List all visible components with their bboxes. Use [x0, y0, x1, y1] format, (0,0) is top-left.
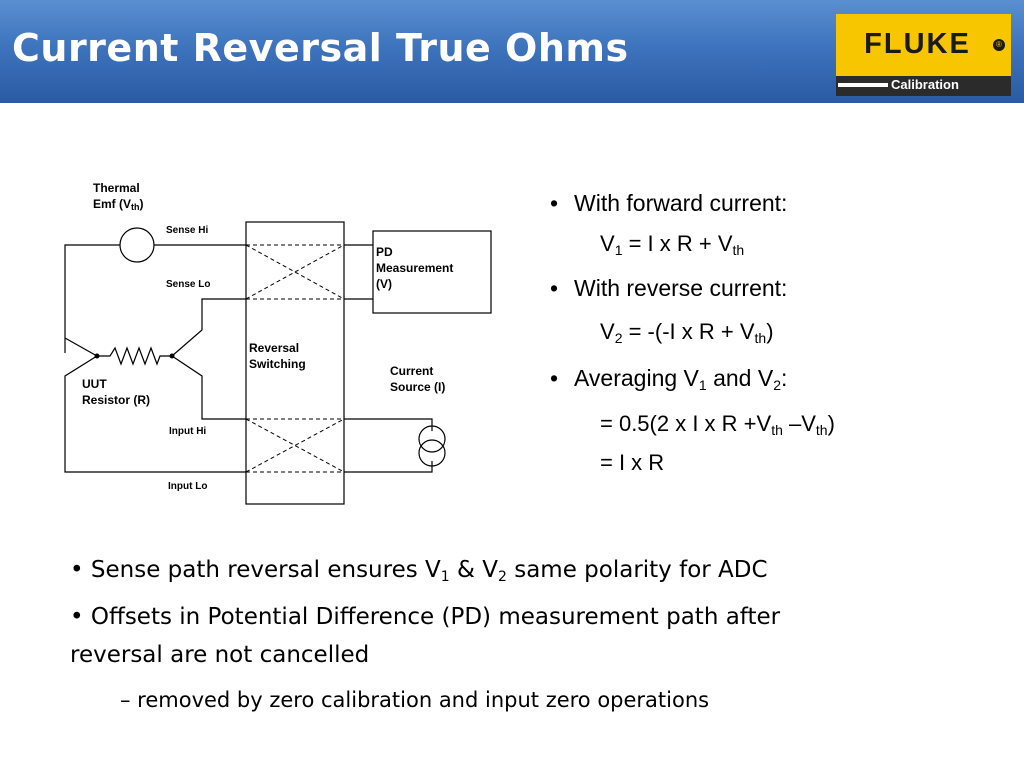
eq-body: = I x R + V: [622, 231, 733, 256]
eq-body: = 0.5(2 x I x R +V: [600, 411, 772, 436]
bullet-offsets-line2: reversal are not cancelled: [70, 642, 370, 668]
input-lo-wire: [64, 355, 246, 473]
avg-subscript: 2: [773, 377, 781, 393]
logo-brand-text: FLUKE: [864, 28, 971, 60]
eq-subscript: th: [754, 330, 767, 346]
eq-v: V: [600, 231, 615, 256]
sense-hi-label: Sense Hi: [166, 225, 209, 236]
pd-label-line2: Measurement: [376, 261, 454, 275]
eq-close: ): [766, 319, 774, 344]
thermal-emf-close: ): [139, 197, 144, 211]
current-source-label: Current Source (I): [390, 363, 445, 395]
reversal-switching-label: Reversal Switching: [249, 340, 306, 372]
input-hi-label: Input Hi: [169, 426, 207, 437]
logo-dark-band: [836, 76, 1011, 96]
avg-colon: :: [780, 365, 788, 391]
thermal-emf-source: [119, 227, 155, 263]
fluke-calibration-logo: FLUKE ® Calibration: [836, 14, 1011, 96]
current-source-wire-top: [344, 418, 433, 431]
current-source-lower-circle: [418, 439, 446, 467]
logo-registered-mark: ®: [993, 39, 1005, 51]
pd-measurement-label: PD Measurement (V): [376, 244, 453, 292]
reverse-current-text: With reverse current:: [574, 275, 788, 301]
sense-path-text: • Sense path reversal ensures V: [70, 557, 441, 583]
logo-subtitle: Calibration: [891, 77, 959, 92]
eq-close: ): [827, 411, 835, 436]
forward-current-text: With forward current:: [574, 190, 788, 216]
reversal-switching-box: [245, 221, 345, 505]
bullet-forward-current: • With forward current:: [550, 190, 787, 217]
thermal-emf-line2: Emf (Vth): [93, 196, 144, 212]
current-source-upper-circle: [418, 425, 446, 453]
sense-path-text: & V: [449, 557, 498, 583]
eq-subscript: 2: [614, 330, 623, 346]
uut-label-line2: Resistor (R): [82, 393, 151, 407]
sense-path-subscript: 2: [497, 569, 507, 585]
bullet-sense-path: • Sense path reversal ensures V1 & V2 sa…: [70, 557, 768, 585]
eq-subscript: 1: [614, 242, 623, 258]
reversal-label-line2: Switching: [249, 357, 306, 371]
forward-equation: V1 = I x R + Vth: [600, 231, 744, 257]
pd-label-line3: (V): [376, 277, 392, 291]
input-hi-wire: [171, 355, 246, 420]
logo-white-bar: [838, 83, 888, 87]
avg-subscript: 1: [698, 377, 707, 393]
pd-measurement-box: [372, 230, 492, 314]
bullet-reverse-current: • With reverse current:: [550, 275, 787, 302]
bullet-dot: •: [550, 275, 559, 301]
eq-subscript: th: [815, 422, 828, 438]
logo-yellow-band: [836, 14, 1011, 76]
sense-lo-wire: [171, 298, 246, 357]
bullet-averaging: • Averaging V1 and V2:: [550, 365, 787, 392]
pd-label-line1: PD: [376, 245, 393, 259]
sense-switch-crossing: [245, 244, 345, 300]
thermal-emf-line1: Thermal: [93, 181, 140, 195]
eq-body: = -(-I x R + V: [622, 319, 755, 344]
thermal-emf-text: Emf (V: [93, 197, 132, 211]
bullet-dot: •: [550, 190, 559, 216]
bullet-offsets-line1: • Offsets in Potential Difference (PD) m…: [70, 604, 781, 630]
bullet-dot: •: [550, 365, 559, 391]
thermal-emf-label: Thermal Emf (Vth): [93, 180, 144, 212]
sense-hi-wire: [64, 244, 120, 353]
input-lo-label: Input Lo: [168, 481, 208, 492]
uut-resistor-label: UUT Resistor (R): [82, 376, 150, 408]
eq-body: –V: [782, 411, 816, 436]
uut-resistor: [97, 346, 172, 366]
eq-subscript: th: [771, 422, 783, 438]
input-switch-crossing: [245, 418, 345, 473]
resistor-node-right: [169, 353, 175, 359]
avg-text: and V: [706, 365, 774, 391]
sub-bullet-zero-calibration: – removed by zero calibration and input …: [120, 688, 710, 712]
current-source-line1: Current: [390, 364, 434, 378]
avg-text: Averaging V: [574, 365, 699, 391]
sense-path-subscript: 1: [440, 569, 450, 585]
eq-subscript: th: [732, 242, 745, 258]
sense-path-text: same polarity for ADC: [506, 557, 768, 583]
current-source-line2: Source (I): [390, 380, 446, 394]
sense-lo-label: Sense Lo: [166, 279, 211, 290]
current-source-wire-bottom: [344, 461, 433, 473]
resistor-node-left: [94, 353, 100, 359]
thermal-emf-subscript: th: [131, 202, 140, 212]
slide-title: Current Reversal True Ohms: [12, 26, 629, 70]
eq-v: V: [600, 319, 615, 344]
averaging-equation-2: = I x R: [600, 450, 665, 475]
averaging-equation-1: = 0.5(2 x I x R +Vth –Vth): [600, 411, 835, 437]
uut-label-line1: UUT: [82, 377, 107, 391]
reverse-equation: V2 = -(-I x R + Vth): [600, 319, 774, 345]
reversal-label-line1: Reversal: [249, 341, 300, 355]
